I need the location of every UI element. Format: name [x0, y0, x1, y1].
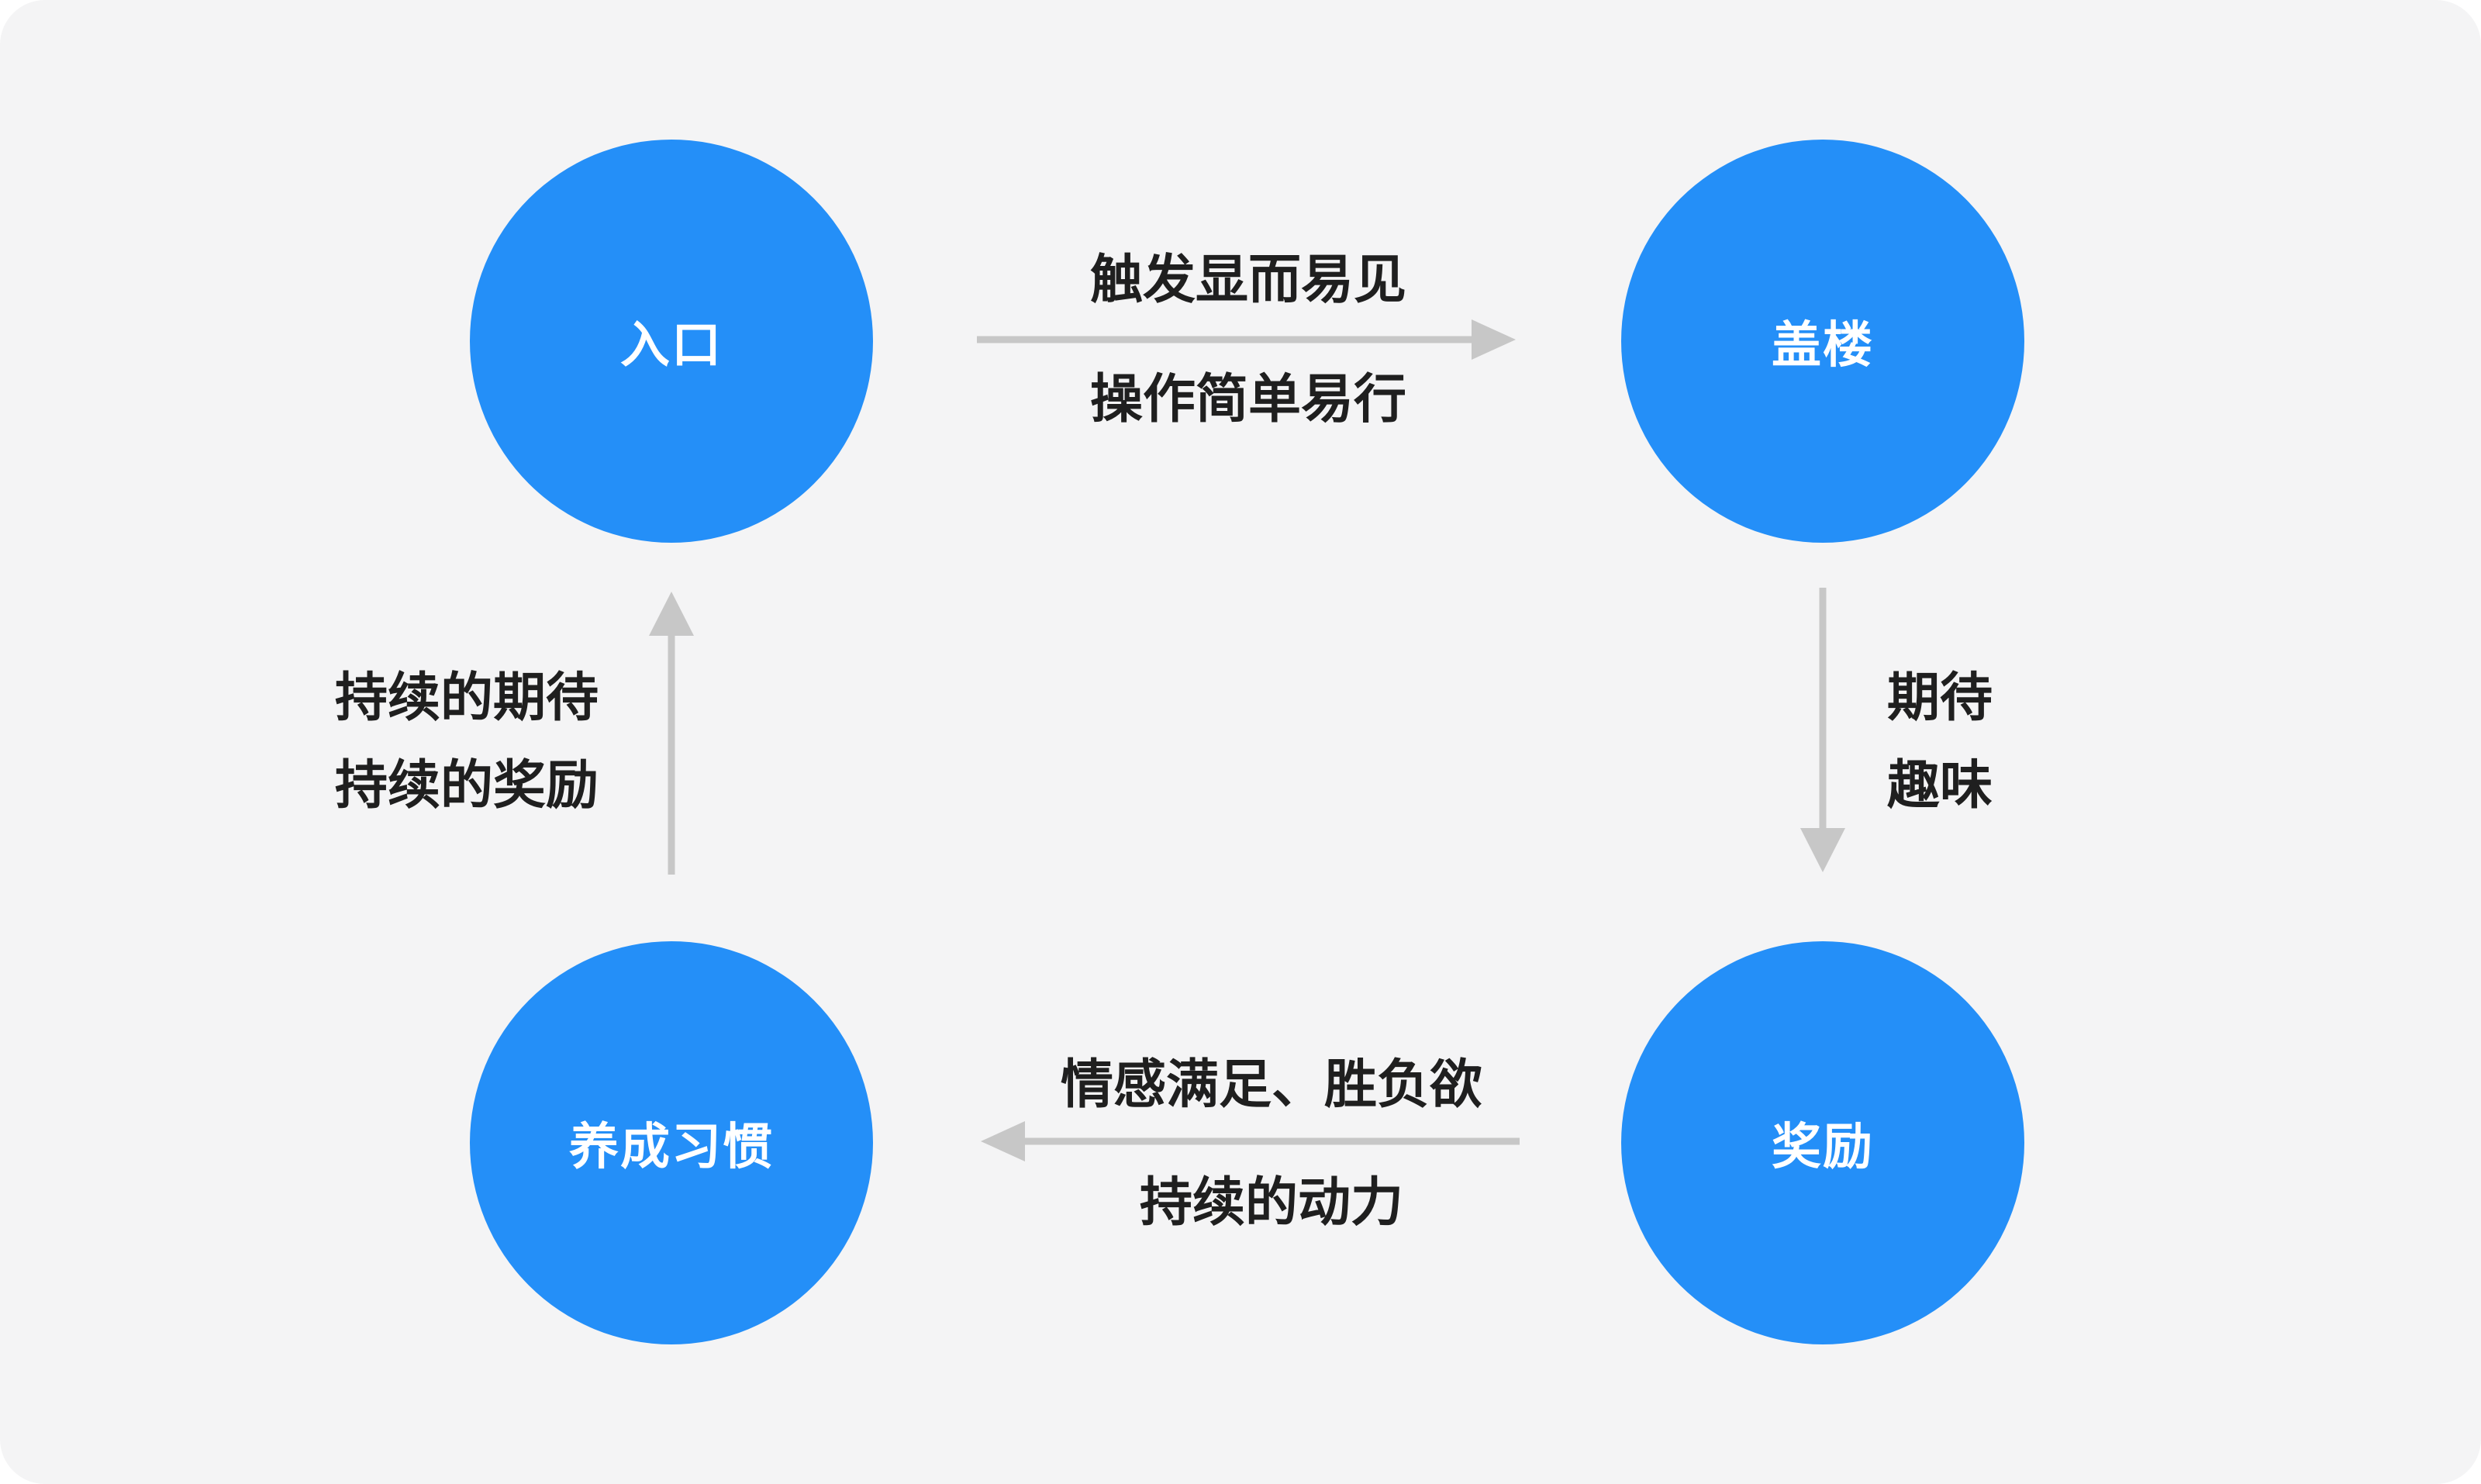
node-build: 盖楼 — [1621, 140, 2024, 543]
node-reward-label: 奖励 — [1772, 1119, 1874, 1176]
node-reward: 奖励 — [1621, 941, 2024, 1344]
arrow-habit-to-entry — [649, 592, 694, 875]
edge-label-build-to-reward-2: 趣味 — [1887, 755, 1993, 816]
node-habit: 养成习惯 — [470, 941, 873, 1344]
edge-label-build-to-reward-1: 期待 — [1887, 668, 1993, 729]
edge-label-reward-to-habit-2: 持续的动力 — [1139, 1172, 1403, 1234]
arrow-reward-to-habit — [981, 1121, 1520, 1161]
node-entry: 入口 — [470, 140, 873, 543]
arrow-entry-to-build — [977, 319, 1516, 360]
node-entry-label: 入口 — [620, 317, 723, 374]
arrowhead-up — [649, 592, 694, 636]
node-build-label: 盖楼 — [1772, 317, 1874, 374]
edge-label-entry-to-build-2: 操作简单易行 — [1089, 369, 1406, 430]
arrowhead-down — [1800, 828, 1845, 872]
arrowhead-right — [1472, 319, 1516, 360]
arrowhead-left — [981, 1121, 1025, 1161]
arrow-build-to-reward — [1800, 588, 1845, 872]
edge-label-reward-to-habit-1: 情感满足、胜负欲 — [1060, 1054, 1482, 1116]
edge-label-entry-to-build-1: 触发显而易见 — [1089, 250, 1406, 311]
node-habit-label: 养成习惯 — [569, 1119, 774, 1176]
edge-label-habit-to-entry-1: 持续的期待 — [335, 668, 599, 729]
edge-label-habit-to-entry-2: 持续的奖励 — [335, 755, 599, 816]
